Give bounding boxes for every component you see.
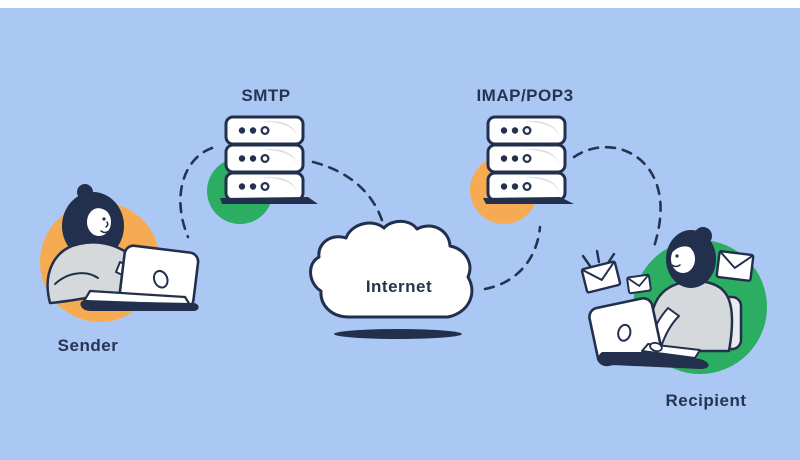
envelope-icon-small bbox=[626, 273, 652, 295]
recipient-person-icon bbox=[649, 227, 734, 353]
laptop-base-shadow bbox=[598, 352, 709, 369]
sender-illustration bbox=[40, 184, 200, 322]
top-white-strip bbox=[0, 0, 800, 8]
smtp-label: SMTP bbox=[241, 86, 290, 105]
connector-imap-to-recipient bbox=[572, 145, 662, 249]
sender-label: Sender bbox=[58, 336, 119, 355]
recipient-label: Recipient bbox=[665, 391, 746, 410]
recipient-hand bbox=[649, 341, 663, 353]
connector-smtp-to-internet bbox=[311, 160, 386, 229]
cloud-shadow bbox=[334, 329, 462, 339]
hair-bun bbox=[694, 227, 712, 245]
envelope-icon bbox=[580, 260, 622, 294]
connector-internet-to-imap bbox=[483, 225, 542, 291]
server-base-shadow bbox=[483, 197, 574, 204]
recipient-laptop-icon bbox=[588, 296, 709, 369]
imap-pop3-server-icon bbox=[470, 115, 574, 224]
connectors bbox=[179, 145, 662, 291]
connector-sender-to-smtp bbox=[179, 146, 214, 239]
laptop-base-shadow bbox=[80, 301, 199, 311]
server-base-shadow bbox=[220, 197, 318, 204]
sender-laptop-icon bbox=[80, 244, 200, 311]
envelope-icon-right bbox=[715, 250, 755, 282]
internet-cloud-icon: Internet bbox=[309, 219, 474, 339]
recipient-illustration bbox=[580, 227, 767, 374]
smtp-server-icon bbox=[207, 115, 318, 224]
internet-label: Internet bbox=[366, 277, 432, 296]
imap-pop3-label: IMAP/POP3 bbox=[476, 86, 573, 105]
hair-bun bbox=[77, 184, 93, 200]
